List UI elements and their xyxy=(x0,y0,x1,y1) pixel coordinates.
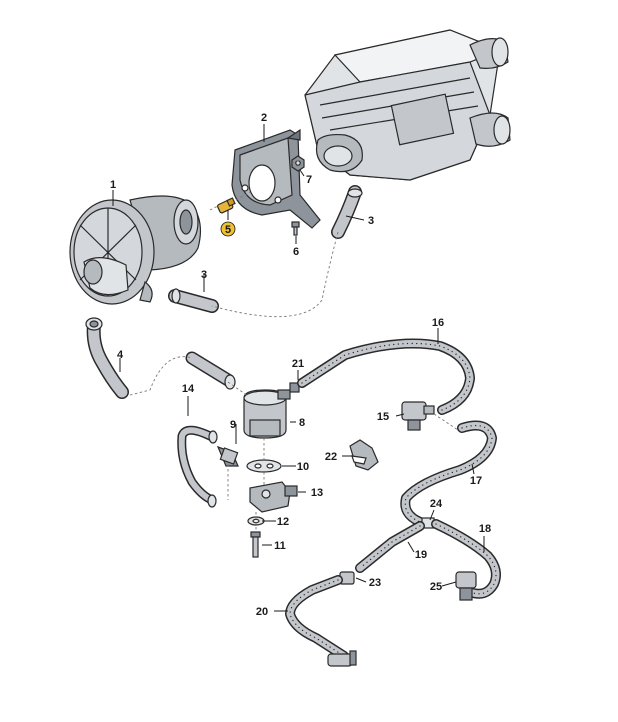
gasket xyxy=(246,459,282,473)
callout-12: 12 xyxy=(277,516,289,528)
nut xyxy=(291,155,305,172)
bolt-6 xyxy=(291,221,300,236)
callout-7: 7 xyxy=(306,174,312,186)
leader-lines xyxy=(112,124,485,612)
callout-24: 24 xyxy=(430,498,443,510)
assembly-lines xyxy=(129,159,459,532)
callout-labels: 1 2 3 3 4 5 6 7 8 9 10 11 12 13 14 15 16… xyxy=(110,112,491,618)
callout-21: 21 xyxy=(292,358,304,370)
pressure-hose xyxy=(85,317,129,399)
vacuum-hose-18 xyxy=(431,519,501,599)
callout-2: 2 xyxy=(261,112,267,124)
callout-13: 13 xyxy=(311,487,323,499)
callout-3-upper: 3 xyxy=(368,215,374,227)
mounting-bracket xyxy=(231,128,321,229)
highlighted-part-5 xyxy=(217,197,236,214)
callout-14: 14 xyxy=(182,383,195,395)
connection-piece xyxy=(249,481,298,513)
pipe xyxy=(177,425,218,508)
callout-5: 5 xyxy=(225,224,231,236)
callout-8: 8 xyxy=(299,417,305,429)
callout-11: 11 xyxy=(274,540,286,552)
vacuum-hose-20 xyxy=(285,575,357,667)
adapter xyxy=(216,445,239,467)
bolt-11 xyxy=(250,531,261,558)
callout-22: 22 xyxy=(325,451,337,463)
callout-25: 25 xyxy=(430,581,442,593)
callout-5-highlight xyxy=(220,221,236,237)
callout-10: 10 xyxy=(297,461,309,473)
connector-21 xyxy=(289,382,300,393)
intake-hose-upper xyxy=(331,185,363,239)
callout-6: 6 xyxy=(293,246,299,258)
solenoid-valve-15 xyxy=(401,401,435,431)
callout-15: 15 xyxy=(377,411,389,423)
secondary-air-pump xyxy=(69,195,202,305)
clip xyxy=(349,439,379,471)
vacuum-hose-19 xyxy=(355,521,425,573)
callout-18: 18 xyxy=(479,523,491,535)
vacuum-hose-16 xyxy=(297,338,475,415)
intake-hose-lower xyxy=(168,288,219,313)
callout-3-lower: 3 xyxy=(201,269,207,281)
valve-25 xyxy=(455,571,477,601)
callout-4: 4 xyxy=(117,349,124,361)
combination-valve xyxy=(243,389,291,439)
callout-19: 19 xyxy=(415,549,427,561)
vacuum-hose-17 xyxy=(400,420,497,527)
callout-20: 20 xyxy=(256,606,268,618)
connection-pipe xyxy=(185,351,236,390)
callout-23: 23 xyxy=(369,577,381,589)
air-filter-housing xyxy=(304,29,511,181)
callout-1: 1 xyxy=(110,179,116,191)
callout-9: 9 xyxy=(230,419,236,431)
callout-16: 16 xyxy=(432,317,444,329)
callout-17: 17 xyxy=(470,475,482,487)
